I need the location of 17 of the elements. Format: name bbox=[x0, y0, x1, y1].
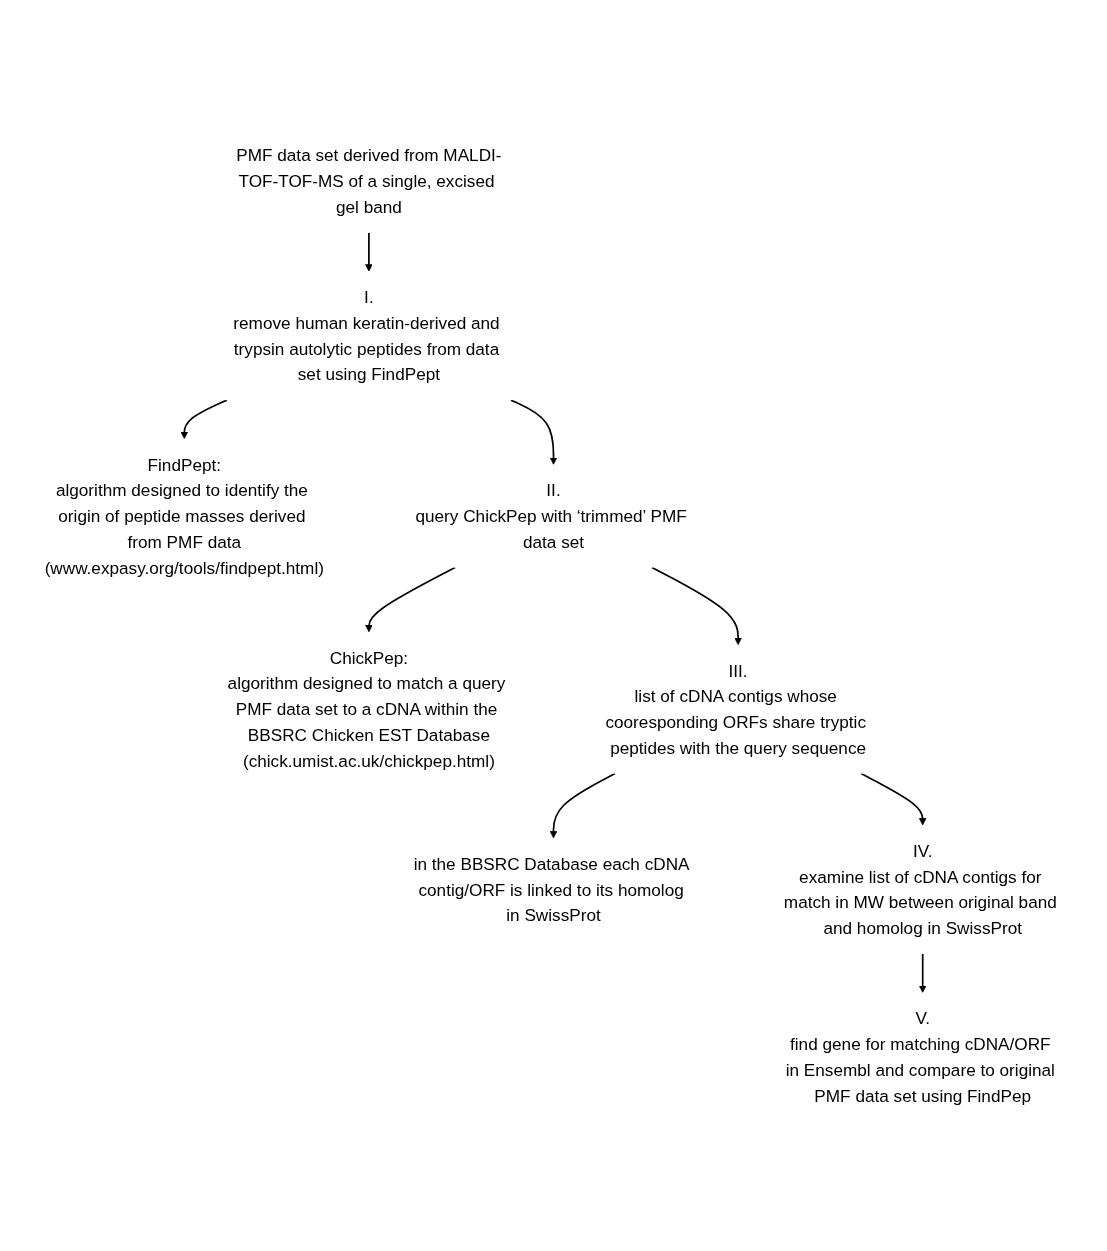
node-text: FindPept: algorithm designed to identify the origin of peptide masses derived from PMF data (www.expasy.org/tools/findpept.html) bbox=[44, 455, 324, 577]
node-text: IV. examine list of cDNA contigs for match in MW between original band and homolog in SwissProt bbox=[783, 841, 1057, 938]
node-text: ChickPep: algorithm designed to match a query PMF data set to a cDNA within the BBSRC Chicken EST Database (chick.umist.ac.uk/chickpep.html) bbox=[227, 648, 506, 771]
node-text: in the BBSRC Database each cDNA contig/ORF is linked to its homolog in SwissProt bbox=[413, 854, 689, 925]
arrow bbox=[180, 399, 228, 440]
node-text: III. list of cDNA contigs whose cooresponding ORFs share tryptic peptides with the query sequence bbox=[605, 661, 867, 758]
arrow bbox=[510, 399, 558, 465]
node-text: II. query ChickPep with ‘trimmed’ PMF data set bbox=[415, 480, 687, 552]
arrow bbox=[365, 566, 456, 633]
node-text: V. find gene for matching cDNA/ORF in Ensembl and compare to original PMF data set using FindPep bbox=[785, 1008, 1055, 1106]
arrow bbox=[365, 231, 373, 272]
arrow bbox=[651, 566, 742, 646]
arrow bbox=[918, 953, 927, 993]
node-text: PMF data set derived from MALDI-TOF-TOF-MS of a single, excised gel band bbox=[236, 145, 502, 217]
arrow bbox=[860, 772, 927, 826]
arrow bbox=[549, 772, 616, 839]
node-text: I. remove human keratin-derived and trypsin autolytic peptides from data set using FindPept bbox=[233, 287, 500, 384]
